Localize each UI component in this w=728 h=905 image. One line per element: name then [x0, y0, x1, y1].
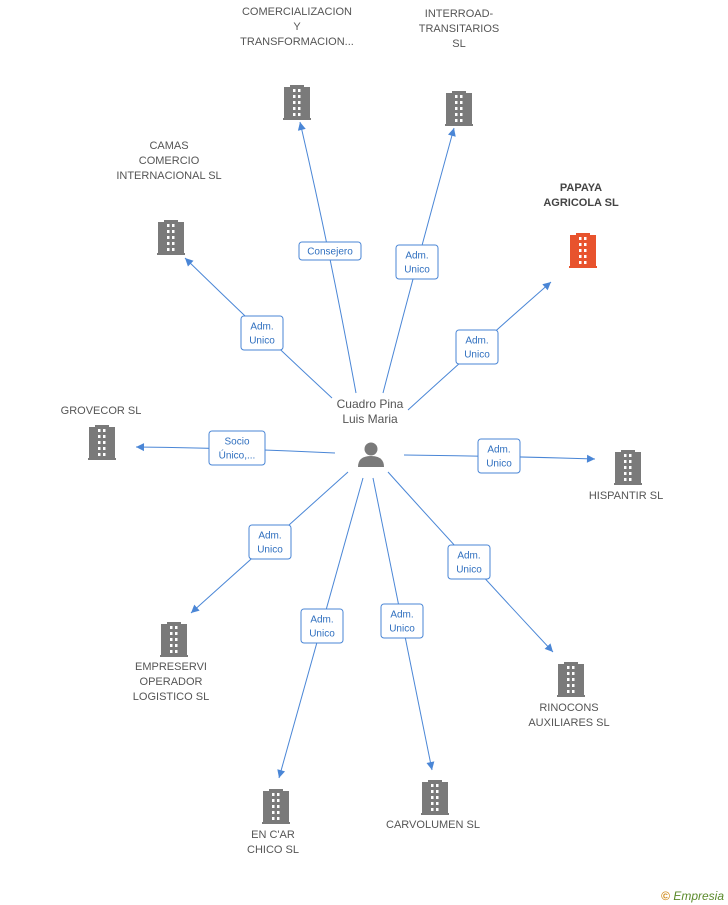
- edge-rinocons: Adm. Unico: [387, 471, 554, 653]
- edge-empreservi: Adm. Unico: [190, 471, 349, 614]
- company-node-rinocons[interactable]: RINOCONS AUXILIARES SL: [528, 662, 610, 729]
- edge-encar: Adm. Unico: [277, 477, 364, 779]
- role-badge[interactable]: [240, 315, 284, 351]
- company-name: SL: [452, 38, 465, 50]
- company-name: TRANSFORMACION...: [240, 36, 354, 48]
- building-icon[interactable]: [569, 233, 597, 268]
- edge-camas: Adm. Unico: [184, 257, 333, 399]
- company-name: HISPANTIR SL: [589, 490, 663, 502]
- role-label: Adm.: [457, 551, 480, 562]
- edge-arrowhead: [586, 454, 595, 463]
- company-name: LOGISTICO SL: [133, 691, 209, 703]
- company-node-grovecor[interactable]: GROVECOR SL: [61, 405, 142, 460]
- edge-arrowhead: [448, 128, 456, 137]
- company-name: Y: [293, 21, 301, 33]
- company-node-encar[interactable]: EN C'AR CHICO SL: [247, 789, 299, 856]
- company-name: GROVECOR SL: [61, 405, 142, 417]
- building-icon[interactable]: [557, 662, 585, 697]
- edge-arrowhead: [426, 761, 435, 770]
- role-label: Adm.: [465, 336, 488, 347]
- role-label: Unico: [456, 565, 482, 576]
- role-label: Adm.: [390, 610, 413, 621]
- role-label: Unico: [249, 336, 275, 347]
- company-node-papaya[interactable]: PAPAYA AGRICOLA SL: [543, 182, 619, 268]
- role-label: Adm.: [405, 251, 428, 262]
- company-name: AGRICOLA SL: [543, 197, 619, 209]
- company-name: COMERCIO: [139, 155, 200, 167]
- company-name: TRANSITARIOS: [419, 23, 499, 35]
- role-label: Consejero: [307, 247, 353, 258]
- company-name: COMERCIALIZACION: [242, 6, 352, 18]
- building-icon[interactable]: [160, 622, 188, 657]
- company-name: AUXILIARES SL: [528, 717, 609, 729]
- credit: © Empresia: [661, 889, 724, 903]
- company-name: INTERROAD-: [425, 8, 494, 20]
- edge-arrowhead: [191, 604, 200, 613]
- role-label: Adm.: [258, 531, 281, 542]
- role-label: Adm.: [487, 445, 510, 456]
- role-badge[interactable]: [298, 241, 362, 261]
- company-name: INTERNACIONAL SL: [116, 170, 221, 182]
- building-icon[interactable]: [445, 91, 473, 126]
- role-label: Unico: [464, 350, 490, 361]
- edge-carvolumen: Adm. Unico: [372, 477, 435, 771]
- company-node-hispantir[interactable]: HISPANTIR SL: [589, 450, 663, 502]
- edge-papaya: Adm. Unico: [407, 281, 552, 411]
- edge-arrowhead: [544, 643, 553, 652]
- edge-arrowhead: [136, 443, 145, 452]
- company-name: CHICO SL: [247, 844, 299, 856]
- company-node-carvolumen[interactable]: CARVOLUMEN SL: [386, 780, 480, 831]
- company-name: EMPRESERVI: [135, 661, 207, 673]
- edge-arrowhead: [277, 769, 286, 778]
- company-node-comercializacion[interactable]: COMERCIALIZACION Y TRANSFORMACION...: [240, 6, 354, 120]
- company-node-camas[interactable]: CAMAS COMERCIO INTERNACIONAL SL: [116, 140, 222, 255]
- person-name: Cuadro Pina: [337, 397, 404, 411]
- building-icon[interactable]: [262, 789, 290, 824]
- role-badge[interactable]: [395, 244, 439, 280]
- role-label: Unico: [404, 265, 430, 276]
- edge-arrowhead: [297, 122, 306, 131]
- role-label: Unico: [257, 545, 283, 556]
- company-node-empreservi[interactable]: EMPRESERVI OPERADOR LOGISTICO SL: [133, 622, 209, 703]
- role-label: Único,...: [219, 449, 256, 462]
- edge-comercializacion: Consejero: [297, 121, 362, 394]
- edge-hispantir: Adm. Unico: [403, 438, 596, 474]
- role-badge[interactable]: [455, 329, 499, 365]
- person-icon[interactable]: [358, 442, 384, 468]
- role-label: Unico: [486, 459, 512, 470]
- building-icon[interactable]: [614, 450, 642, 485]
- role-label: Unico: [309, 629, 335, 640]
- building-icon[interactable]: [88, 425, 116, 460]
- company-name: OPERADOR: [140, 676, 203, 688]
- role-badge[interactable]: [380, 603, 424, 639]
- company-node-interroad[interactable]: INTERROAD- TRANSITARIOS SL: [419, 8, 499, 126]
- company-name: CAMAS: [149, 140, 188, 152]
- edge-arrowhead: [185, 258, 194, 267]
- role-badge[interactable]: [447, 544, 491, 580]
- company-name: PAPAYA: [560, 182, 602, 194]
- role-label: Unico: [389, 624, 415, 635]
- edge-arrowhead: [542, 282, 551, 291]
- brand-name: Empresia: [673, 889, 724, 903]
- role-label: Adm.: [250, 322, 273, 333]
- copyright-symbol: ©: [661, 889, 670, 903]
- role-badge[interactable]: [477, 438, 521, 474]
- building-icon[interactable]: [157, 220, 185, 255]
- company-name: EN C'AR: [251, 829, 295, 841]
- company-name: CARVOLUMEN SL: [386, 819, 480, 831]
- building-icon[interactable]: [283, 85, 311, 120]
- role-label: Adm.: [310, 615, 333, 626]
- role-label: Socio: [224, 437, 249, 448]
- role-badge[interactable]: [248, 524, 292, 560]
- company-name: RINOCONS: [539, 702, 598, 714]
- person-name: Luis Maria: [342, 412, 398, 426]
- edge-grovecor: SocioÚnico,...: [135, 430, 336, 466]
- role-badge[interactable]: [208, 430, 266, 466]
- building-icon[interactable]: [421, 780, 449, 815]
- edge-interroad: Adm. Unico: [382, 127, 456, 394]
- role-badge[interactable]: [300, 608, 344, 644]
